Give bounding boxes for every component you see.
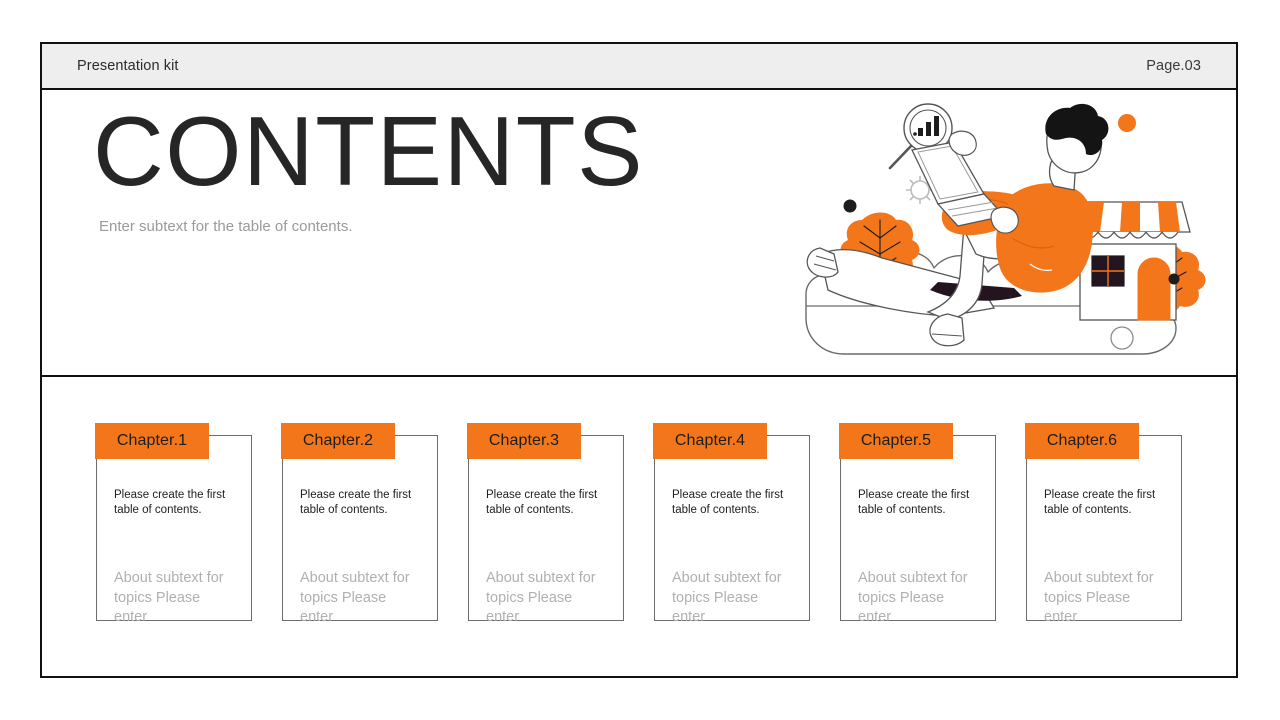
chapter-card-box: Please create the first table of content… — [282, 435, 438, 625]
page-number-label: Page.03 — [1146, 58, 1201, 74]
chapter-card[interactable]: Please create the first table of content… — [839, 423, 996, 625]
chapter-card-body: Please create the first table of content… — [858, 488, 976, 627]
chapter-tab-label: Chapter.5 — [860, 432, 932, 449]
chapter-tab-label: Chapter.2 — [302, 432, 374, 449]
chapter-card-body: Please create the first table of content… — [1044, 488, 1162, 627]
chapter-card-body: Please create the first table of content… — [672, 488, 790, 627]
hero-section: CONTENTS Enter subtext for the table of … — [42, 90, 1236, 377]
chapter-card[interactable]: Please create the first table of content… — [467, 423, 624, 625]
chapter-card[interactable]: Please create the first table of content… — [653, 423, 810, 625]
chapter-card-box: Please create the first table of content… — [96, 435, 252, 625]
page-subtitle: Enter subtext for the table of contents. — [99, 217, 353, 235]
chapter-description: Please create the first table of content… — [858, 489, 970, 516]
slide-header-bar: Presentation kit Page.03 — [42, 44, 1236, 90]
hero-text-block: CONTENTS Enter subtext for the table of … — [93, 96, 644, 235]
chapter-subtext: About subtext for topics Please enter — [672, 570, 782, 625]
chapter-tab[interactable]: Chapter.3 — [467, 423, 581, 459]
chapter-card-strip: Please create the first table of content… — [42, 377, 1236, 676]
chapter-subtext: About subtext for topics Please enter — [858, 570, 968, 625]
chapter-card[interactable]: Please create the first table of content… — [95, 423, 252, 625]
chapter-tab-label: Chapter.4 — [674, 432, 746, 449]
chapter-card-box: Please create the first table of content… — [1026, 435, 1182, 625]
chapter-card-body: Please create the first table of content… — [300, 488, 418, 627]
person-on-cloud-with-laptop-illustration — [798, 98, 1218, 370]
chapter-subtext: About subtext for topics Please enter — [486, 570, 596, 625]
chapter-card-box: Please create the first table of content… — [654, 435, 810, 625]
chapter-card[interactable]: Please create the first table of content… — [281, 423, 438, 625]
chapter-tab[interactable]: Chapter.6 — [1025, 423, 1139, 459]
chapter-subtext: About subtext for topics Please enter — [114, 570, 224, 625]
chapter-tab-label: Chapter.1 — [116, 432, 188, 449]
presentation-title: Presentation kit — [77, 58, 179, 74]
chapter-tab[interactable]: Chapter.4 — [653, 423, 767, 459]
chapter-description: Please create the first table of content… — [1044, 489, 1156, 516]
chapter-description: Please create the first table of content… — [300, 489, 412, 516]
chapter-card-box: Please create the first table of content… — [840, 435, 996, 625]
chapter-subtext: About subtext for topics Please enter — [1044, 570, 1154, 625]
chapter-tab[interactable]: Chapter.2 — [281, 423, 395, 459]
page-title: CONTENTS — [93, 96, 644, 206]
chapter-tab-label: Chapter.6 — [1046, 432, 1118, 449]
chapter-tab-label: Chapter.3 — [488, 432, 560, 449]
chapter-description: Please create the first table of content… — [672, 489, 784, 516]
chapter-description: Please create the first table of content… — [114, 489, 226, 516]
chapter-card-box: Please create the first table of content… — [468, 435, 624, 625]
chapter-description: Please create the first table of content… — [486, 489, 598, 516]
chapter-card[interactable]: Please create the first table of content… — [1025, 423, 1182, 625]
chapter-tab[interactable]: Chapter.1 — [95, 423, 209, 459]
chapter-card-body: Please create the first table of content… — [486, 488, 604, 627]
chapter-subtext: About subtext for topics Please enter — [300, 570, 410, 625]
slide-frame: Presentation kit Page.03 CONTENTS Enter … — [40, 42, 1238, 678]
chapter-tab[interactable]: Chapter.5 — [839, 423, 953, 459]
chapter-card-body: Please create the first table of content… — [114, 488, 232, 627]
